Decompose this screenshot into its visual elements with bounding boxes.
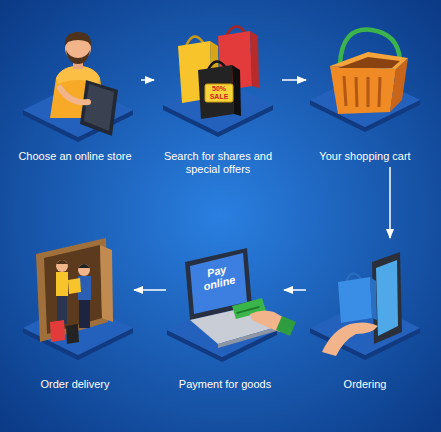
- step-caption: Order delivery: [40, 378, 109, 391]
- process-step: Your shopping cart: [310, 18, 420, 163]
- process-step: Ordering: [310, 242, 420, 391]
- step-caption: Search for shares and special offers: [163, 150, 273, 176]
- step-caption: Choose an online store: [18, 150, 131, 163]
- step-caption: Your shopping cart: [319, 150, 410, 163]
- flow-arrow: [141, 79, 154, 81]
- man-figure: [50, 32, 118, 136]
- step-caption: Payment for goods: [179, 378, 271, 391]
- sale-tag-text: SALE: [205, 93, 233, 101]
- shopping-bags: [178, 26, 259, 119]
- process-step: Order delivery: [20, 242, 130, 391]
- process-step: Choose an online store: [13, 18, 137, 163]
- phone-order: [322, 252, 402, 356]
- flow-arrow: [389, 167, 391, 238]
- laptop-payment: [185, 248, 296, 348]
- door-delivery: [36, 238, 113, 344]
- flow-arrow: [134, 289, 166, 291]
- step-caption: Ordering: [344, 378, 387, 391]
- flow-arrow: [284, 289, 306, 291]
- sale-tag-text: 50%: [205, 85, 233, 93]
- flow-arrow: [282, 79, 306, 81]
- shopping-basket: [330, 30, 408, 114]
